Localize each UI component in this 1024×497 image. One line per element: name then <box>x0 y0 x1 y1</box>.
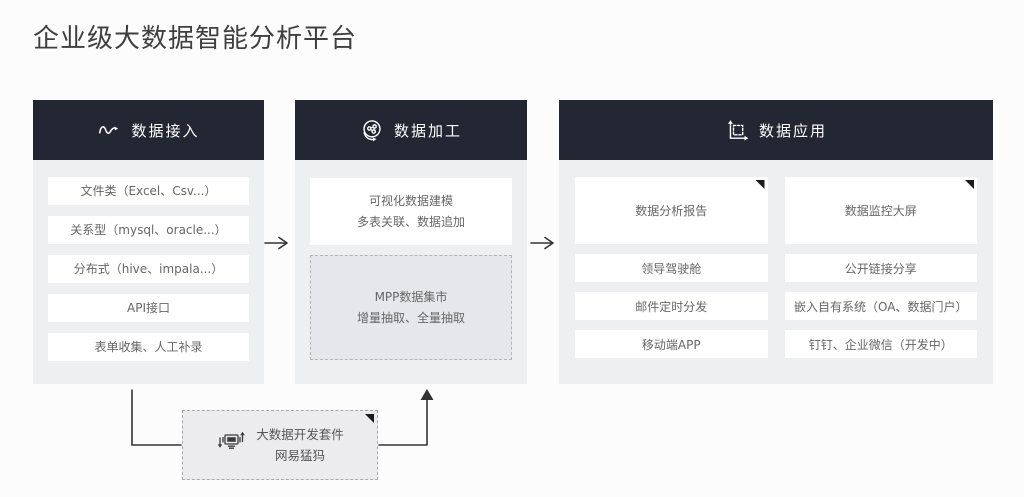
data-source-item: 文件类（Excel、Csv...） <box>48 177 249 205</box>
column-data-access: 数据接入 文件类（Excel、Csv...） 关系型（mysql、oracle.… <box>33 100 264 384</box>
data-source-item: 关系型（mysql、oracle...） <box>48 216 249 244</box>
application-cell: 移动端APP <box>575 330 768 358</box>
dev-suite-line: 大数据开发套件 <box>256 427 344 442</box>
card-line: MPP数据集市 <box>374 289 448 304</box>
data-transfer-icon <box>216 430 246 460</box>
application-cell: 嵌入自有系统（OA、数据门户） <box>784 292 977 320</box>
processing-card-modeling: 可视化数据建模 多表关联、数据追加 <box>310 178 512 245</box>
process-cycle-icon <box>360 118 384 142</box>
page-title: 企业级大数据智能分析平台 <box>33 24 358 54</box>
card-line: 多表关联、数据追加 <box>356 214 465 229</box>
column-data-processing-body: 可视化数据建模 多表关联、数据追加 MPP数据集市 增量抽取、全量抽取 <box>295 160 527 384</box>
column-data-application: 数据应用 数据分析报告 数据监控大屏 领导驾驶舱 公开链接分享 邮件定时分发 嵌… <box>559 100 993 384</box>
corner-marker <box>965 180 974 189</box>
data-source-item: 表单收集、人工补录 <box>48 333 249 361</box>
corner-marker <box>755 180 765 189</box>
column-header-label: 数据加工 <box>393 121 462 140</box>
feature-label: 数据分析报告 <box>635 204 708 218</box>
data-source-item: API接口 <box>48 294 249 322</box>
chart-axes-icon <box>725 118 749 142</box>
dev-suite-label: 大数据开发套件 网易猛犸 <box>256 424 344 466</box>
column-header-label: 数据接入 <box>131 121 200 140</box>
wave-arrow-icon <box>97 118 121 142</box>
data-source-item: 分布式（hive、impala...） <box>48 255 249 283</box>
card-line: 增量抽取、全量抽取 <box>356 310 465 325</box>
dev-suite-line: 网易猛犸 <box>274 448 325 463</box>
application-featured-card: 数据监控大屏 <box>784 177 977 244</box>
application-featured-card: 数据分析报告 <box>575 177 768 244</box>
column-data-access-header: 数据接入 <box>33 100 264 160</box>
column-data-application-header: 数据应用 <box>559 100 993 160</box>
corner-marker <box>365 414 374 423</box>
processing-card-mpp: MPP数据集市 增量抽取、全量抽取 <box>310 255 512 360</box>
feature-label: 数据监控大屏 <box>844 204 917 218</box>
application-cell: 钉钉、企业微信（开发中） <box>784 330 977 358</box>
application-grid: 数据分析报告 数据监控大屏 领导驾驶舱 公开链接分享 邮件定时分发 嵌入自有系统… <box>575 177 977 358</box>
column-data-processing: 数据加工 可视化数据建模 多表关联、数据追加 MPP数据集市 增量抽取、全量抽取 <box>295 100 527 384</box>
application-cell: 公开链接分享 <box>784 254 977 282</box>
column-data-application-body: 数据分析报告 数据监控大屏 领导驾驶舱 公开链接分享 邮件定时分发 嵌入自有系统… <box>559 160 993 384</box>
column-header-label: 数据应用 <box>758 121 827 140</box>
column-data-processing-header: 数据加工 <box>295 100 527 160</box>
column-data-access-body: 文件类（Excel、Csv...） 关系型（mysql、oracle...） 分… <box>33 160 264 384</box>
application-cell: 邮件定时分发 <box>575 292 768 320</box>
application-cell: 领导驾驶舱 <box>575 254 768 282</box>
card-line: 可视化数据建模 <box>368 193 453 208</box>
dev-suite-box: 大数据开发套件 网易猛犸 <box>182 410 378 480</box>
